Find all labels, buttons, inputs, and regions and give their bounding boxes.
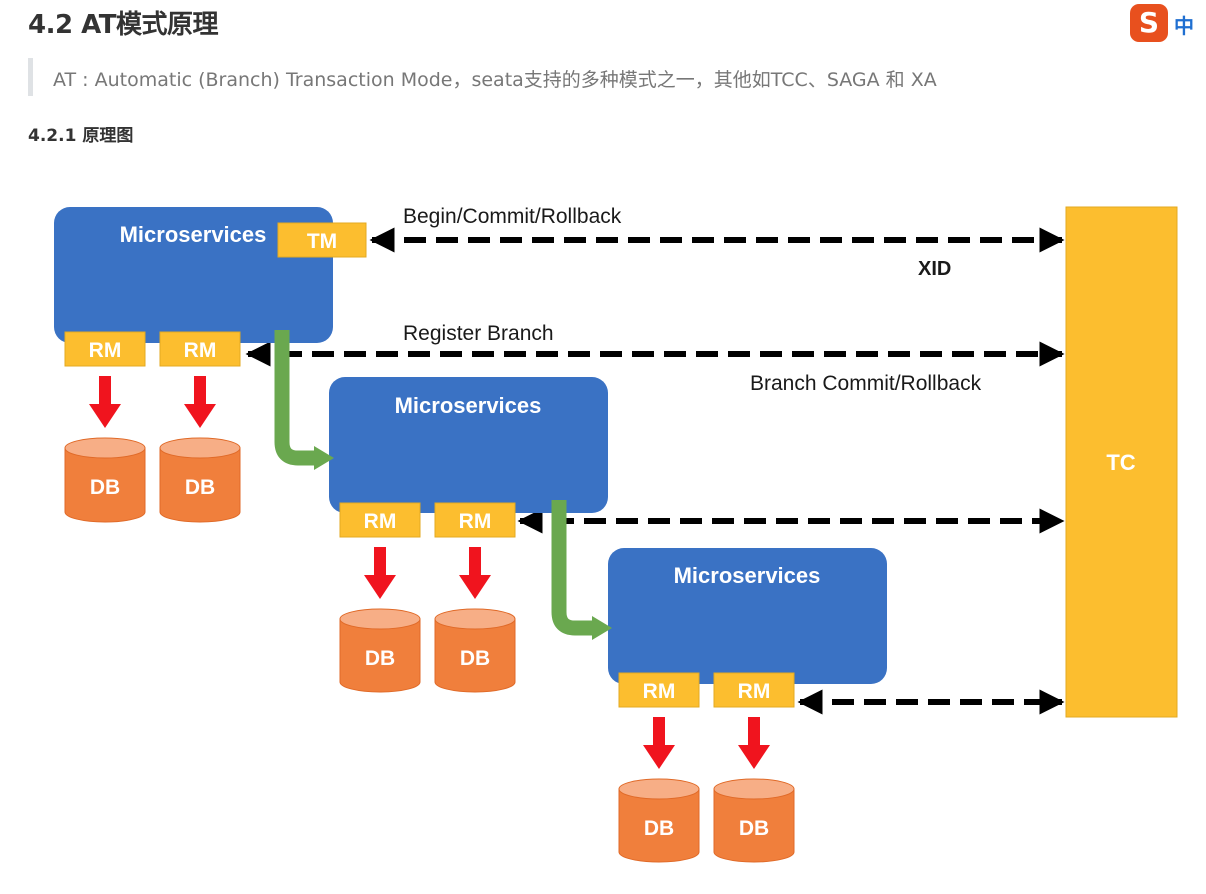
- tc-label: TC: [1106, 450, 1135, 475]
- label-branch-commit-rollback: Branch Commit/Rollback: [750, 372, 982, 395]
- red-arrow-1b: [184, 376, 216, 428]
- label-begin-commit-rollback: Begin/Commit/Rollback: [403, 205, 622, 228]
- red-arrow-3a: [643, 717, 675, 769]
- db-label: DB: [365, 647, 395, 670]
- microservice-3-label: Microservices: [674, 563, 821, 588]
- db-cylinder-2b: DB: [434, 608, 516, 693]
- red-arrows: [89, 376, 770, 769]
- rm-box-2b: RM: [434, 502, 516, 538]
- tc-box: TC: [1065, 206, 1178, 718]
- green-call-arrow-2: [551, 500, 612, 640]
- section-subheading: 4.2.1 原理图: [28, 126, 134, 146]
- rm-box-3b: RM: [713, 672, 795, 708]
- db-cylinder-2a: DB: [339, 608, 421, 693]
- db-cylinder-1b: DB: [159, 437, 241, 523]
- db-cylinder-3a: DB: [618, 778, 700, 863]
- rm-box-2a: RM: [339, 502, 421, 538]
- rm-label: RM: [184, 339, 217, 362]
- rm-label: RM: [459, 510, 492, 533]
- ime-indicator[interactable]: S 中: [1130, 4, 1206, 44]
- microservice-2-label: Microservices: [395, 393, 542, 418]
- rm-box-3a: RM: [618, 672, 700, 708]
- db-label: DB: [644, 817, 674, 840]
- rm-label: RM: [364, 510, 397, 533]
- rm-label: RM: [738, 680, 771, 703]
- red-arrow-3b: [738, 717, 770, 769]
- red-arrow-1a: [89, 376, 121, 428]
- rm-box-1b: RM: [159, 331, 241, 367]
- microservice-2: Microservices: [329, 377, 608, 513]
- rm-label: RM: [643, 680, 676, 703]
- db-label: DB: [90, 476, 120, 499]
- page-heading: 4.2 AT模式原理: [28, 10, 218, 40]
- red-arrow-2a: [364, 547, 396, 599]
- db-label: DB: [739, 817, 769, 840]
- rm-box-1a: RM: [64, 331, 146, 367]
- blockquote: AT : Automatic (Branch) Transaction Mode…: [28, 58, 1033, 96]
- blockquote-text: AT : Automatic (Branch) Transaction Mode…: [53, 69, 937, 91]
- ime-mode-label: 中: [1174, 14, 1194, 38]
- tm-box: TM: [277, 222, 367, 258]
- label-xid: XID: [918, 258, 951, 280]
- microservice-3: Microservices: [608, 548, 887, 684]
- label-register-branch: Register Branch: [403, 322, 554, 345]
- microservice-1-label: Microservices: [120, 222, 267, 247]
- tm-label: TM: [307, 230, 337, 253]
- rm-label: RM: [89, 339, 122, 362]
- microservice-1: Microservices: [54, 207, 333, 343]
- sogou-logo-icon: S: [1130, 4, 1168, 42]
- db-cylinder-3b: DB: [713, 778, 795, 863]
- db-label: DB: [460, 647, 490, 670]
- db-label: DB: [185, 476, 215, 499]
- db-cylinder-1a: DB: [64, 437, 146, 523]
- green-call-arrow-1: [274, 330, 334, 470]
- red-arrow-2b: [459, 547, 491, 599]
